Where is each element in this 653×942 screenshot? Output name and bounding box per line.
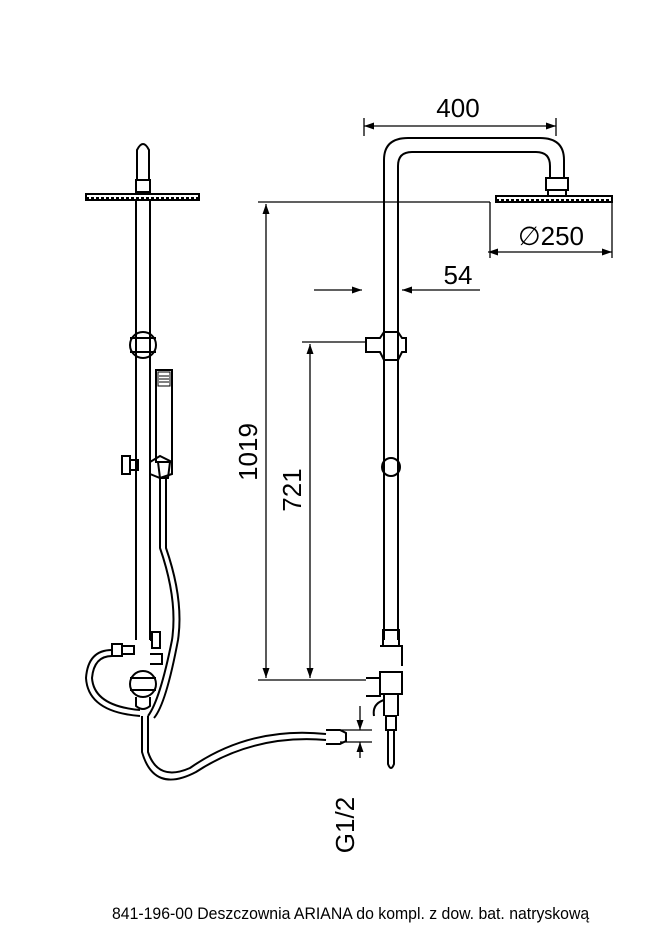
hose-upper-inner [153, 478, 181, 719]
mixer-front [111, 631, 163, 710]
hose-end-fitting [326, 729, 347, 745]
head-connector [135, 179, 151, 193]
product-caption: 841-196-00 Deszczownia ARIANA do kompl. … [112, 904, 590, 923]
dim-54-label: 54 [444, 260, 473, 290]
hose-lower-inner [141, 716, 327, 781]
hose-loop-inner [90, 655, 141, 711]
side-mixer [366, 629, 403, 769]
dim-400-label: 400 [436, 93, 479, 123]
upper-coupling [129, 331, 157, 359]
dim-721-label: 721 [277, 468, 307, 511]
front-view [84, 143, 347, 781]
dim-diameter-label: ∅250 [518, 221, 584, 251]
rain-shower-head-side [495, 195, 613, 203]
side-upper-coupling [365, 331, 407, 361]
slider-holder [121, 454, 173, 480]
hand-shower [155, 369, 173, 479]
rain-shower-head-front [85, 193, 200, 201]
hose-upper [147, 478, 175, 717]
hose-loop [84, 649, 141, 717]
side-view [365, 137, 613, 769]
hose-lower [147, 716, 327, 774]
technical-drawing: 400 ∅250 54 1019 721 G1/2 [84, 93, 613, 853]
dim-1019-label: 1019 [233, 423, 263, 481]
side-middle-knob [381, 457, 401, 477]
dimension-lines [258, 118, 613, 758]
riser-top-cap [136, 143, 150, 180]
arm-inner [397, 151, 551, 330]
dim-thread-label: G1/2 [330, 797, 360, 853]
arm-outer [383, 137, 565, 330]
side-head-connector [545, 177, 569, 191]
